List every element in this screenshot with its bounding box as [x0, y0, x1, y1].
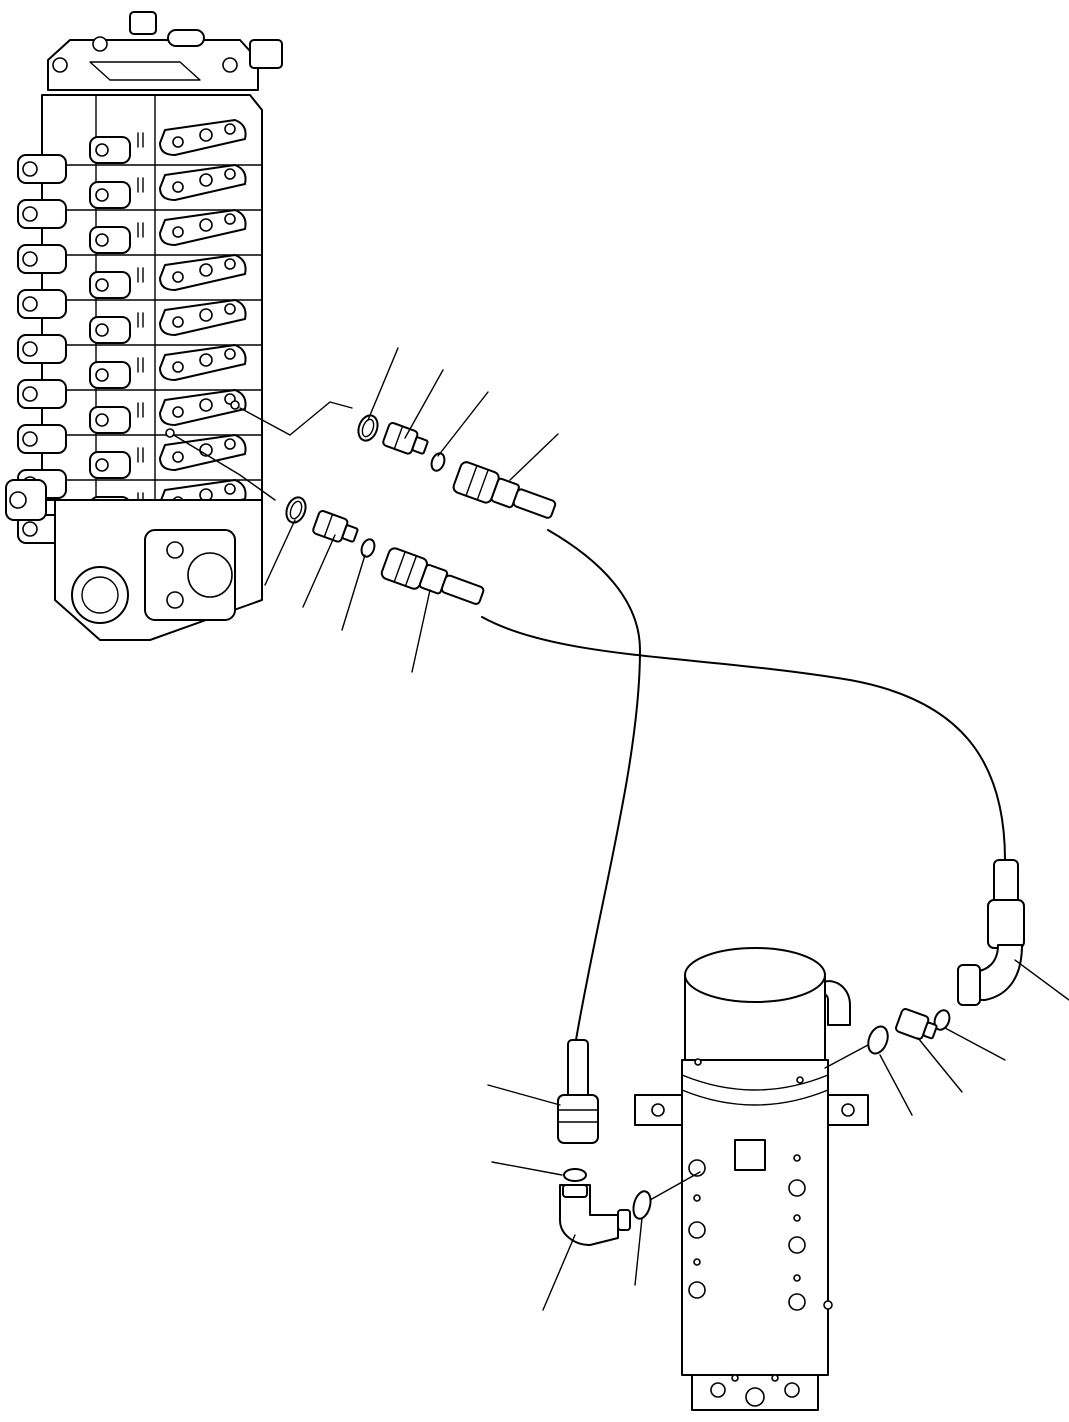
port-hole [785, 1383, 799, 1397]
connector [382, 422, 430, 459]
connector [895, 1008, 939, 1044]
o-ring [865, 1024, 891, 1056]
port-hole [689, 1222, 705, 1238]
port-hole [694, 1195, 700, 1201]
port-hole [824, 1301, 832, 1309]
o-ring [564, 1169, 586, 1181]
port-hole [746, 1388, 764, 1406]
o-ring [355, 413, 381, 444]
o-ring [932, 1008, 952, 1032]
port-hole [689, 1160, 705, 1176]
port-hole [772, 1375, 778, 1381]
hose-fitting [452, 461, 559, 526]
right-elbow-set [825, 860, 1024, 1068]
port-hole [789, 1237, 805, 1253]
swivel-joint [635, 948, 868, 1410]
hose-fitting [380, 547, 487, 612]
lower-connection-set [166, 429, 487, 612]
o-ring [429, 451, 446, 472]
valve-section [18, 300, 262, 363]
valve-section [18, 345, 262, 408]
port-hole [794, 1275, 800, 1281]
upper-connection-set [231, 401, 559, 525]
connector [312, 510, 360, 547]
port-hole [797, 1077, 803, 1083]
port-hole [695, 1059, 701, 1065]
o-ring [631, 1189, 654, 1220]
o-ring [359, 537, 376, 558]
port-hole [794, 1215, 800, 1221]
leader-lines [265, 348, 1069, 1310]
valve-section [18, 165, 262, 228]
port-hole [689, 1282, 705, 1298]
elbow [560, 1185, 618, 1245]
control-valve [6, 12, 282, 640]
port-hole [789, 1180, 805, 1196]
port-hole [794, 1155, 800, 1161]
hose-upper [548, 530, 640, 1040]
hose-fitting [994, 860, 1018, 905]
valve-section [18, 255, 262, 318]
valve-section [18, 210, 262, 273]
port-hole [711, 1383, 725, 1397]
valve-section [18, 120, 262, 183]
valve-section [18, 390, 262, 453]
port-hole [732, 1375, 738, 1381]
hose-lower [482, 617, 1005, 860]
o-ring [283, 495, 309, 526]
port-hole [789, 1294, 805, 1310]
port-hole [694, 1259, 700, 1265]
hose-fitting [568, 1040, 588, 1100]
left-elbow-set [558, 1040, 700, 1245]
